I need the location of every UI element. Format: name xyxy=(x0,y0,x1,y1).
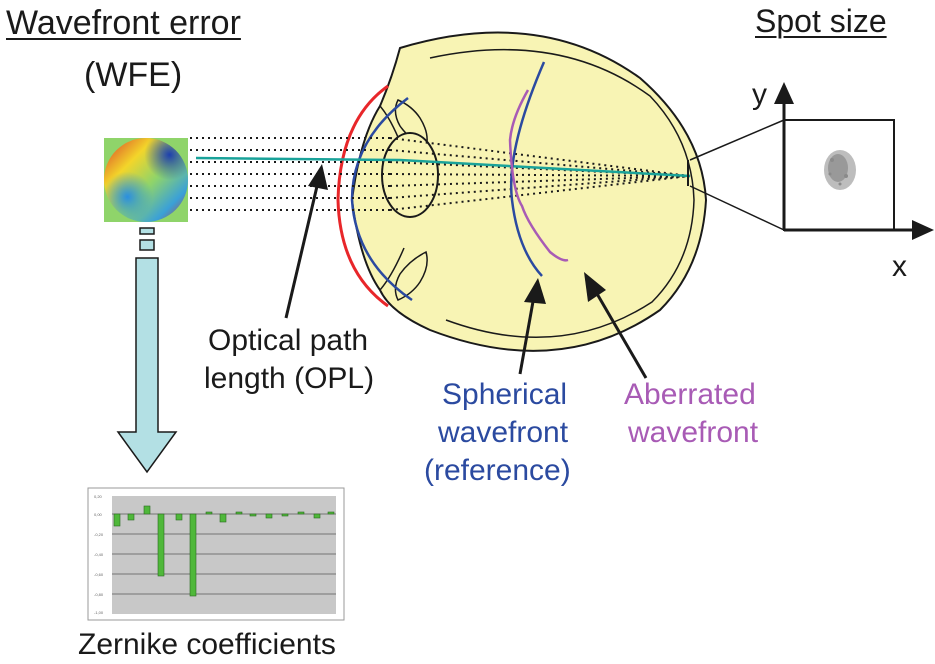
spherical-label-line1: Spherical xyxy=(442,378,568,411)
spot-title: Spot size xyxy=(755,3,887,39)
connector-block-2 xyxy=(139,239,155,251)
iris-lower xyxy=(394,250,428,301)
aberrated-label-line2: wavefront xyxy=(628,416,759,449)
aberrated-pointer xyxy=(594,291,648,379)
spherical-pointer-head xyxy=(524,278,546,304)
spot-blur xyxy=(824,150,856,190)
wfe-title: Wavefront error xyxy=(6,4,241,42)
light-rays xyxy=(190,137,691,211)
cornea xyxy=(336,84,389,308)
spot-zoom-line-bottom xyxy=(689,185,785,231)
spherical-pointer xyxy=(518,295,536,375)
aberrated-label-line1: Aberrated xyxy=(624,378,756,411)
spot-zoom-line-top xyxy=(689,119,785,161)
opl-pointer xyxy=(284,181,320,319)
opl-pointer-head xyxy=(308,164,328,190)
spherical-label-line2: wavefront xyxy=(438,416,569,449)
axis-y-label: y xyxy=(752,78,767,111)
spherical-wavefront xyxy=(509,61,546,277)
svg-text:-0,40: -0,40 xyxy=(94,552,104,557)
zernike-ticks: 0,20 0,00 -0,20 -0,40 -0,60 -0,80 -1,00 xyxy=(94,494,104,615)
eye-inner-layer xyxy=(429,48,695,339)
y-axis-arrowhead xyxy=(774,82,794,104)
down-arrow xyxy=(116,257,178,474)
x-axis-arrowhead xyxy=(912,220,934,240)
opl-label-line2: length (OPL) xyxy=(204,362,375,395)
spherical-label-line3: (reference) xyxy=(424,454,571,487)
axis-x-label: x xyxy=(892,250,907,283)
opl-ray xyxy=(195,156,691,178)
svg-text:-1,00: -1,00 xyxy=(94,610,104,615)
wfe-abbrev: (WFE) xyxy=(84,56,183,94)
svg-text:-0,60: -0,60 xyxy=(94,572,104,577)
opl-label-line1: Optical path xyxy=(208,324,369,357)
svg-text:-0,20: -0,20 xyxy=(94,532,104,537)
svg-text:-0,80: -0,80 xyxy=(94,592,104,597)
wfe-map xyxy=(104,138,188,222)
zernike-bars xyxy=(113,505,335,597)
svg-text:0,20: 0,20 xyxy=(94,494,103,499)
aberrated-pointer-head xyxy=(584,272,606,302)
zernike-caption: Zernike coefficients xyxy=(78,628,336,661)
svg-text:0,00: 0,00 xyxy=(94,512,103,517)
aberrated-wavefront xyxy=(508,89,569,262)
connector-block-1 xyxy=(139,227,155,235)
spherical-wavefront-front xyxy=(350,97,413,302)
